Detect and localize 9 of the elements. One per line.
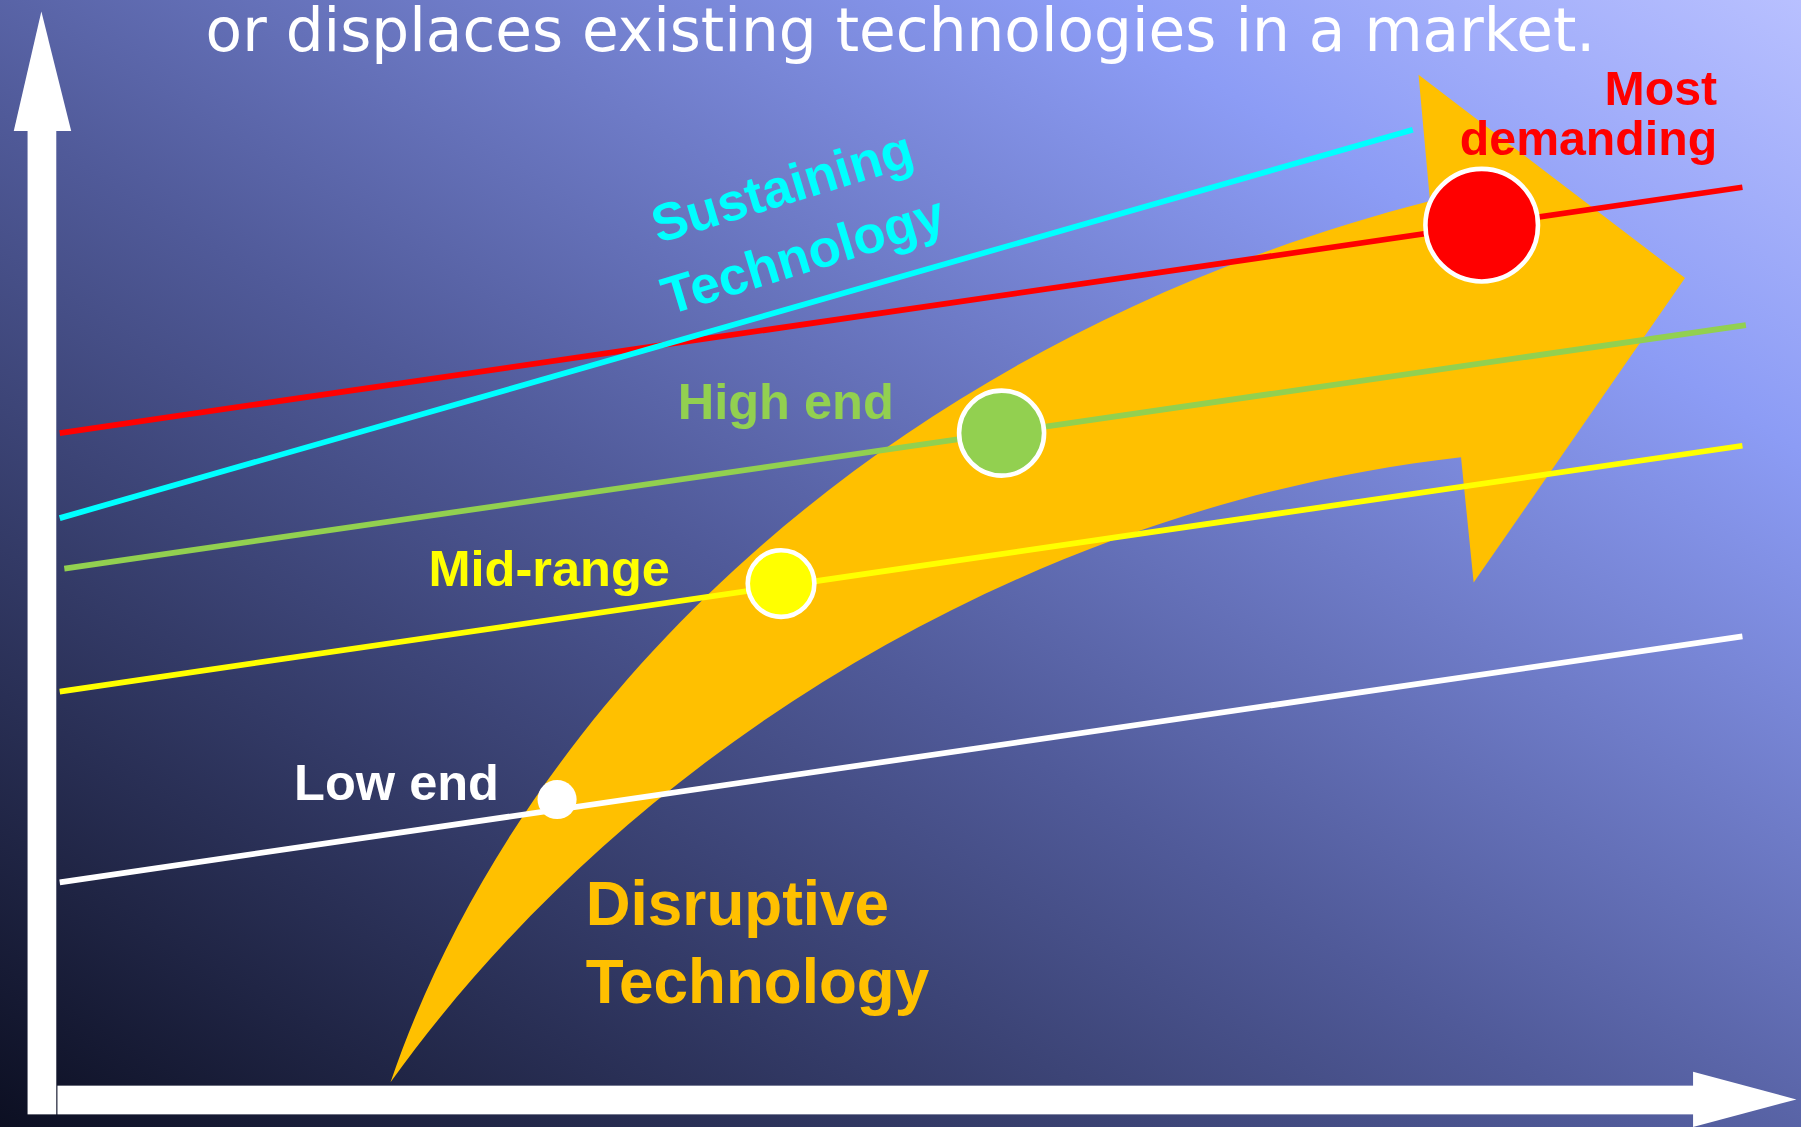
market-dot bbox=[537, 780, 577, 820]
trajectory-label: Disruptive Technology bbox=[585, 867, 931, 1018]
market-dot bbox=[1423, 166, 1541, 284]
market-dot bbox=[956, 388, 1047, 478]
slide-title: or displaces existing technologies in a market. bbox=[204, 0, 1597, 65]
trajectory-label: Low end bbox=[294, 753, 499, 812]
market-dot bbox=[745, 548, 817, 620]
trajectory-label: Mid-range bbox=[428, 539, 670, 598]
trajectory-label: High end bbox=[677, 373, 894, 431]
